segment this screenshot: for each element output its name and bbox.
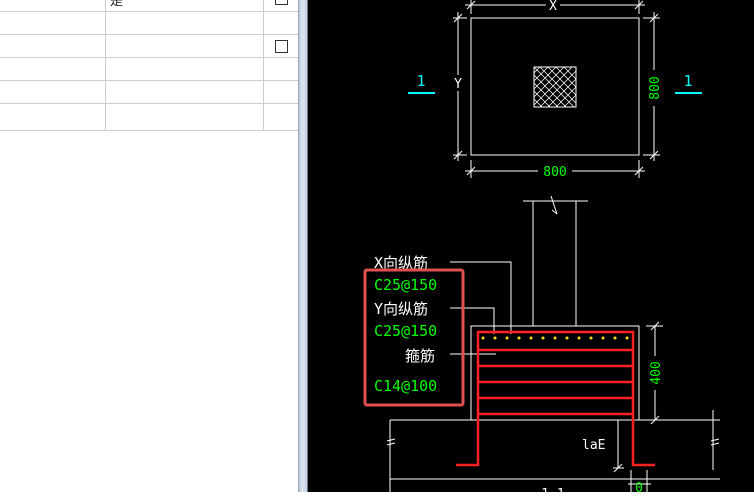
cad-drawing-canvas[interactable]: X Y 800 800 1 1 xyxy=(308,0,754,496)
stirrup-label: 箍筋 xyxy=(405,347,435,365)
dim-text-mask xyxy=(538,164,572,178)
section-bottom-dim: 0 xyxy=(635,481,643,492)
stirrup-spec: C14@100 xyxy=(374,377,437,395)
panel-splitter[interactable] xyxy=(298,0,308,492)
rebar-dots xyxy=(481,336,629,340)
table-column-divider xyxy=(263,0,264,131)
highlight-box xyxy=(363,268,465,407)
x-rebar-label: X向纵筋 xyxy=(374,254,428,272)
plan-top-dim: X xyxy=(549,0,557,14)
plan-bottom-dim: 800 xyxy=(543,165,566,180)
cell-value: 是 xyxy=(110,0,124,9)
row-checkbox[interactable] xyxy=(275,0,288,5)
table-row[interactable] xyxy=(0,81,298,104)
cad-drawing: X Y 800 800 1 1 xyxy=(363,0,720,496)
table-row[interactable] xyxy=(0,35,298,58)
plan-right-dim: 800 xyxy=(648,76,663,99)
dim-text-mask xyxy=(451,75,465,91)
y-rebar-label: Y向纵筋 xyxy=(374,300,428,318)
dim-text-mask xyxy=(647,70,661,106)
section-height-dim: 400 xyxy=(649,361,664,384)
x-rebar-spec: C25@150 xyxy=(374,276,437,294)
y-rebar-spec: C25@150 xyxy=(374,322,437,340)
section-view xyxy=(386,195,720,492)
table-row[interactable]: 是 xyxy=(0,0,298,12)
plan-left-dim: Y xyxy=(454,77,462,92)
section-mark-right: 1 xyxy=(683,72,692,90)
anchor-length-label: laE xyxy=(582,438,605,453)
section-mark-left: 1 xyxy=(416,72,425,90)
dim-text-mask xyxy=(546,0,560,10)
table-row[interactable] xyxy=(0,12,298,35)
table-column-divider xyxy=(105,0,106,131)
section-title: 1-1 xyxy=(541,487,564,492)
row-checkbox[interactable] xyxy=(275,40,288,53)
property-table-panel: 是 xyxy=(0,0,298,492)
dim-text-mask xyxy=(648,356,662,390)
main-rebar xyxy=(456,330,655,467)
rebar-cage xyxy=(456,330,655,467)
table-row[interactable] xyxy=(0,104,298,131)
plan-outline xyxy=(470,17,640,156)
table-row[interactable] xyxy=(0,58,298,81)
plan-view xyxy=(453,0,660,178)
